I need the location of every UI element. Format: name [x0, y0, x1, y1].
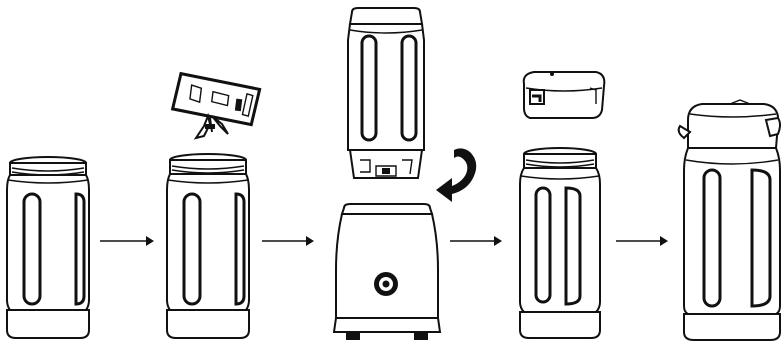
- arrow-right-icon: [450, 236, 502, 246]
- open-cup-icon: [167, 154, 249, 338]
- step-1-empty-cup: [7, 157, 89, 338]
- inverted-cup-icon: [348, 8, 424, 178]
- arrow-right-icon: [100, 236, 154, 246]
- curved-arrow-icon: [436, 148, 476, 202]
- closed-bottle-icon: [679, 100, 780, 340]
- flip-lid-icon: [524, 72, 605, 118]
- motor-base-icon: [334, 204, 440, 340]
- blade-assembly-icon: [172, 73, 260, 138]
- open-cup-icon: [7, 157, 89, 338]
- step-2-cup-with-blade: [167, 73, 260, 338]
- arrow-right-icon: [262, 236, 314, 246]
- step-4-cup-with-lid: [520, 72, 604, 338]
- open-cup-icon: [520, 148, 600, 338]
- step-3-cup-on-motor-base: [334, 8, 476, 340]
- arrow-right-icon: [616, 236, 668, 246]
- step-5-closed-bottle: [679, 100, 780, 340]
